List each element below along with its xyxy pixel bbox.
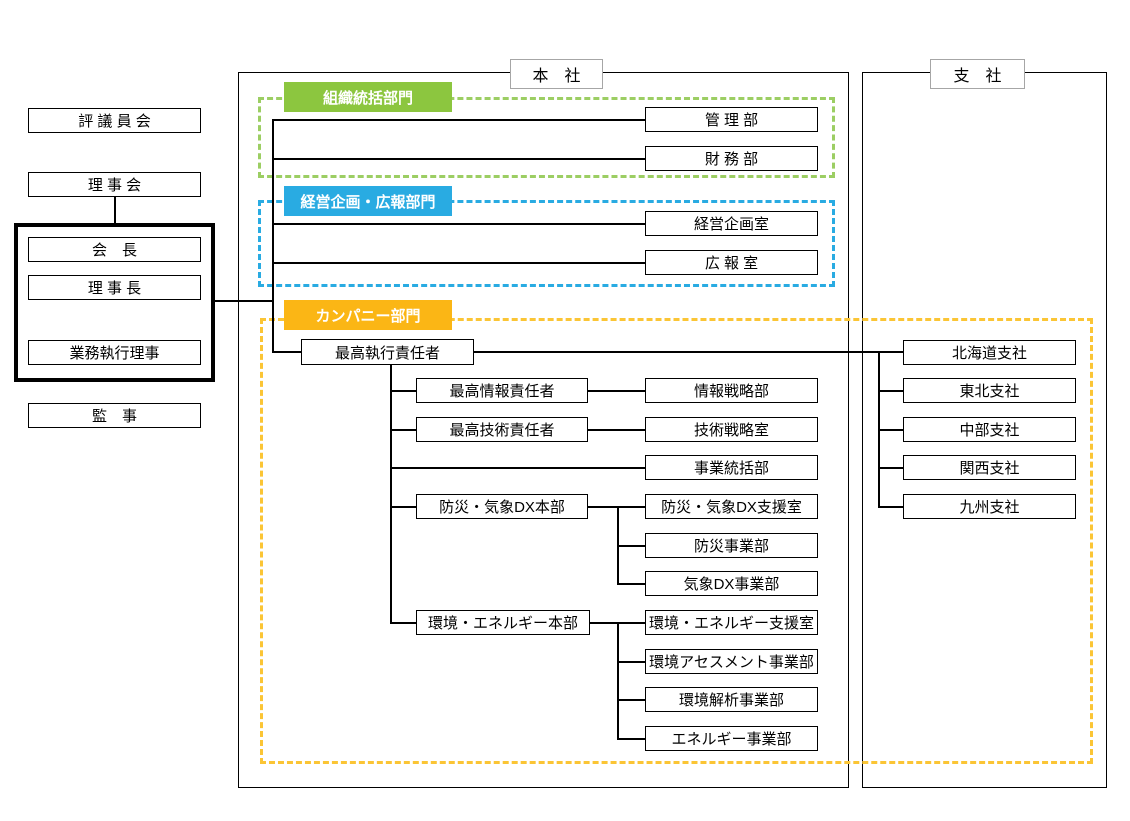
connector-to-energy-hq bbox=[390, 622, 416, 624]
box-chubu-branch: 中部支社 bbox=[903, 417, 1076, 442]
connector-to-dx-hq bbox=[390, 506, 416, 508]
box-auditor: 監 事 bbox=[28, 403, 201, 428]
box-env-analysis-dept: 環境解析事業部 bbox=[645, 687, 818, 712]
coo-spine bbox=[390, 365, 392, 623]
head-office-title: 本 社 bbox=[510, 59, 603, 89]
connector-to-corporate-planning-office bbox=[272, 223, 645, 225]
box-chairman: 会 長 bbox=[28, 237, 201, 262]
connector-coo-to-branches bbox=[474, 351, 903, 353]
box-cto: 最高技術責任者 bbox=[416, 417, 588, 442]
connector-to-cto bbox=[390, 429, 416, 431]
box-council: 評 議 員 会 bbox=[28, 108, 201, 133]
head-office-spine bbox=[272, 119, 274, 353]
box-tech-strategy-office: 技術戦略室 bbox=[645, 417, 818, 442]
box-energy-dept: エネルギー事業部 bbox=[645, 726, 818, 751]
box-cio: 最高情報責任者 bbox=[416, 378, 588, 403]
planning-pr-division-frame bbox=[258, 200, 835, 287]
connector-to-chubu-branch bbox=[878, 429, 903, 431]
box-tohoku-branch: 東北支社 bbox=[903, 378, 1076, 403]
connector-to-env-analysis-dept bbox=[617, 699, 645, 701]
connector-to-pr-office bbox=[272, 262, 645, 264]
branch-office-title: 支 社 bbox=[930, 59, 1025, 89]
box-hokkaido-branch: 北海道支社 bbox=[903, 340, 1076, 365]
box-executive-director: 業務執行理事 bbox=[28, 340, 201, 365]
connector-to-business-control-dept bbox=[390, 467, 645, 469]
box-info-strategy-dept: 情報戦略部 bbox=[645, 378, 818, 403]
connector-dx-hq-to-support-office bbox=[588, 506, 645, 508]
box-kyushu-branch: 九州支社 bbox=[903, 494, 1076, 519]
connector-to-kyushu-branch bbox=[878, 506, 903, 508]
connector-board-to-executive-block bbox=[114, 197, 116, 223]
box-president: 理 事 長 bbox=[28, 275, 201, 300]
connector-to-kansai-branch bbox=[878, 467, 903, 469]
energy-hq-spine bbox=[617, 622, 619, 739]
connector-to-cio bbox=[390, 390, 416, 392]
box-disaster-dept: 防災事業部 bbox=[645, 533, 818, 558]
box-board-of-directors: 理 事 会 bbox=[28, 172, 201, 197]
box-pr-office: 広 報 室 bbox=[645, 250, 818, 275]
box-finance-dept: 財 務 部 bbox=[645, 146, 818, 171]
box-kansai-branch: 関西支社 bbox=[903, 455, 1076, 480]
connector-to-disaster-dept bbox=[617, 545, 645, 547]
planning-pr-division-label: 経営企画・広報部門 bbox=[284, 186, 452, 216]
box-management-dept: 管 理 部 bbox=[645, 107, 818, 132]
box-env-assessment-dept: 環境アセスメント事業部 bbox=[645, 649, 818, 674]
box-environment-energy-hq: 環境・エネルギー本部 bbox=[416, 610, 590, 635]
box-business-control-dept: 事業統括部 bbox=[645, 455, 818, 480]
company-division-frame bbox=[260, 318, 1093, 764]
org-control-division-frame bbox=[258, 97, 835, 178]
connector-to-energy-dept bbox=[617, 738, 645, 740]
box-dx-support-office: 防災・気象DX支援室 bbox=[645, 494, 818, 519]
connector-cio-to-info-strategy bbox=[588, 390, 645, 392]
box-energy-support-office: 環境・エネルギー支援室 bbox=[645, 610, 818, 635]
connector-cto-to-tech-strategy bbox=[588, 429, 645, 431]
connector-to-management-dept bbox=[272, 119, 645, 121]
box-disaster-weather-dx-hq: 防災・気象DX本部 bbox=[416, 494, 588, 519]
box-coo: 最高執行責任者 bbox=[301, 339, 474, 365]
org-control-division-label: 組織統括部門 bbox=[284, 82, 452, 112]
box-corporate-planning-office: 経営企画室 bbox=[645, 211, 818, 236]
connector-to-finance-dept bbox=[272, 158, 645, 160]
company-division-label: カンパニー部門 bbox=[284, 300, 452, 330]
connector-to-weather-dx-dept bbox=[617, 583, 645, 585]
connector-to-env-assessment-dept bbox=[617, 661, 645, 663]
connector-spine-to-coo bbox=[272, 351, 302, 353]
box-weather-dx-dept: 気象DX事業部 bbox=[645, 571, 818, 596]
connector-to-tohoku-branch bbox=[878, 390, 903, 392]
connector-president-to-head-office bbox=[215, 300, 274, 302]
